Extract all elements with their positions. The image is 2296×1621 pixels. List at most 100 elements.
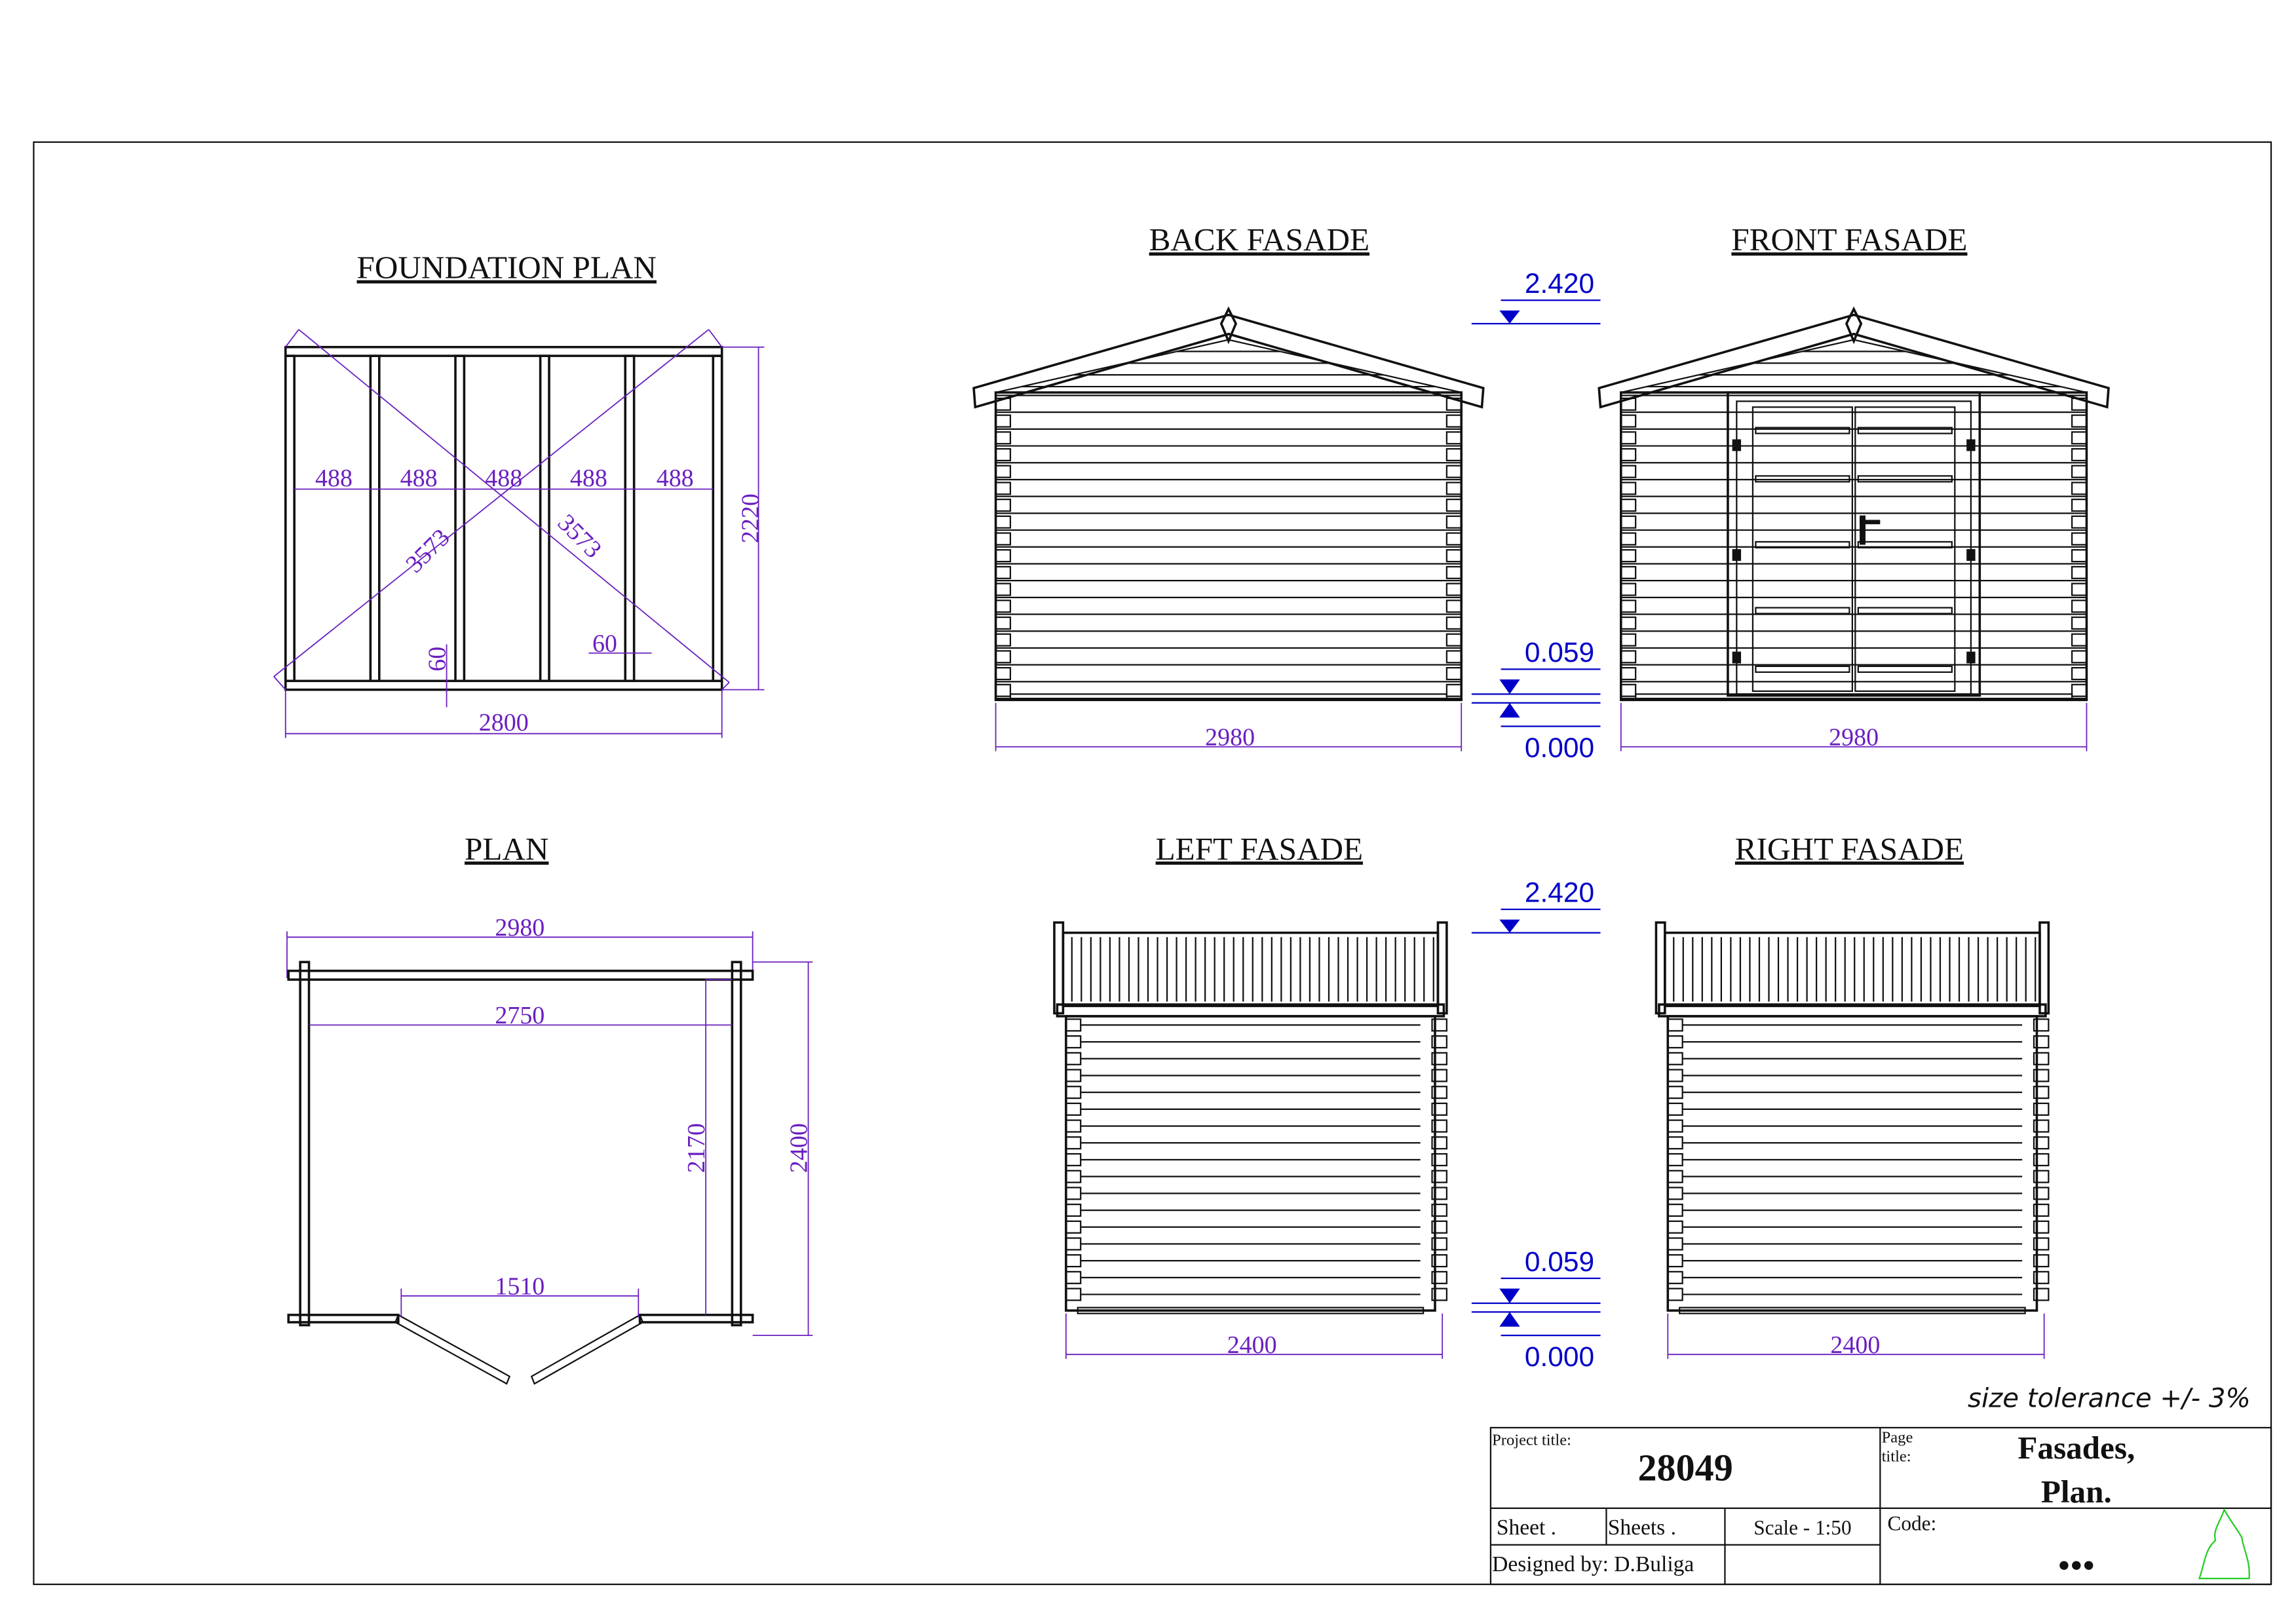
- log-end: [1620, 515, 1637, 529]
- log-end: [1065, 1086, 1082, 1099]
- front-fasade-title: FRONT FASADE: [1731, 221, 1967, 257]
- log-end: [2071, 414, 2088, 428]
- code-label: Code:: [1888, 1512, 1937, 1535]
- log-end: [1445, 448, 1463, 462]
- width-label: 2800: [479, 709, 529, 736]
- log-end: [1445, 600, 1463, 613]
- log-end: [1667, 1102, 1683, 1116]
- log-end: [2071, 565, 2088, 579]
- log-end: [1667, 1220, 1683, 1234]
- hinge-icon: [1732, 549, 1742, 561]
- outer-width-label: 2980: [495, 914, 545, 942]
- log-end: [1431, 1170, 1447, 1183]
- log-end: [995, 549, 1012, 563]
- door-rail: [1857, 665, 1953, 673]
- log-end: [1065, 1220, 1082, 1234]
- log-end: [1445, 515, 1463, 529]
- diagonal-label: 3573: [400, 524, 455, 578]
- log-end: [2033, 1136, 2050, 1150]
- log-end: [1445, 532, 1463, 546]
- log-end: [2071, 549, 2088, 563]
- log-end: [1065, 1153, 1082, 1167]
- beam-label: 60: [592, 630, 617, 658]
- log-end: [1667, 1237, 1683, 1251]
- log-end: [2071, 532, 2088, 546]
- tolerance-note: size tolerance +/- 3%: [1968, 1384, 2251, 1414]
- log-end: [2033, 1102, 2050, 1116]
- log-end: [1620, 465, 1637, 478]
- foundation-plan-title: FOUNDATION PLAN: [356, 250, 656, 286]
- door-width-label: 1510: [495, 1273, 545, 1301]
- page-title: Fasades,: [2018, 1430, 2135, 1466]
- log-end: [2071, 448, 2088, 462]
- log-end: [1065, 1170, 1082, 1183]
- log-end: [1431, 1136, 1447, 1150]
- log-end: [2071, 600, 2088, 613]
- spacing-label: 488: [570, 465, 607, 492]
- log-end: [1065, 1052, 1082, 1065]
- joist: [454, 354, 466, 683]
- log-end: [1445, 667, 1463, 681]
- back-fasade: BACK FASADE 2980: [972, 221, 1485, 752]
- door-rail: [1755, 427, 1850, 434]
- fascia: [1053, 921, 1065, 1015]
- log-end: [995, 482, 1012, 495]
- hinge-icon: [1966, 651, 1976, 664]
- log-end: [1667, 1287, 1683, 1301]
- log-end: [2033, 1119, 2050, 1133]
- log-end: [995, 565, 1012, 579]
- joist: [624, 354, 636, 683]
- log-end: [1445, 499, 1463, 512]
- level-label: 0.000: [1525, 1341, 1594, 1372]
- log-end: [2033, 1204, 2050, 1217]
- log-end: [1065, 1069, 1082, 1082]
- log-end: [1431, 1052, 1447, 1065]
- log-end: [1431, 1018, 1447, 1032]
- back-fasade-title: BACK FASADE: [1149, 221, 1369, 257]
- level-label: 2.420: [1525, 877, 1594, 908]
- log-end: [2033, 1170, 2050, 1183]
- log-end: [1620, 616, 1637, 630]
- log-end: [1620, 582, 1637, 596]
- tree-logo-icon: [2198, 1508, 2250, 1580]
- hinge-icon: [1732, 651, 1742, 664]
- level-markers-top: 2.420 0.059 0.000: [1471, 268, 1601, 763]
- log-end: [1431, 1237, 1447, 1251]
- log-end: [995, 600, 1012, 613]
- log-end: [1667, 1187, 1683, 1200]
- log-end: [1667, 1153, 1683, 1167]
- log-end: [995, 683, 1012, 697]
- log-end: [1065, 1254, 1082, 1268]
- hinge-icon: [1732, 439, 1742, 451]
- log-end: [2033, 1052, 2050, 1065]
- log-end: [1065, 1287, 1082, 1301]
- level-label: 0.059: [1525, 1246, 1594, 1277]
- log-end: [1431, 1254, 1447, 1268]
- beam-label: 60: [423, 647, 451, 672]
- log-end: [1065, 1035, 1082, 1049]
- log-end: [2033, 1287, 2050, 1301]
- log-end: [1431, 1153, 1447, 1167]
- log-end: [1620, 683, 1637, 697]
- log-end: [2033, 1086, 2050, 1099]
- joist: [539, 354, 550, 683]
- log-end: [1431, 1119, 1447, 1133]
- double-door: [1727, 391, 1981, 697]
- project-number: 28049: [1638, 1446, 1733, 1489]
- ridge-finial: [1845, 306, 1863, 345]
- right-fasade-title: RIGHT FASADE: [1735, 831, 1964, 867]
- door-rail: [1857, 475, 1953, 483]
- level-label: 0.059: [1525, 637, 1594, 668]
- foundation-plan: FOUNDATION PLAN 488 488 488 488 488 3573…: [273, 250, 765, 738]
- log-end: [1445, 549, 1463, 563]
- log-end: [1620, 499, 1637, 512]
- fascia: [2038, 921, 2050, 1015]
- log-end: [1445, 683, 1463, 697]
- log-end: [1445, 565, 1463, 579]
- joist: [284, 354, 296, 683]
- log-end: [1065, 1136, 1082, 1150]
- roof: [972, 313, 1485, 409]
- floor-board: [1679, 1306, 2026, 1314]
- door-rail: [1857, 541, 1953, 548]
- log-end: [1620, 565, 1637, 579]
